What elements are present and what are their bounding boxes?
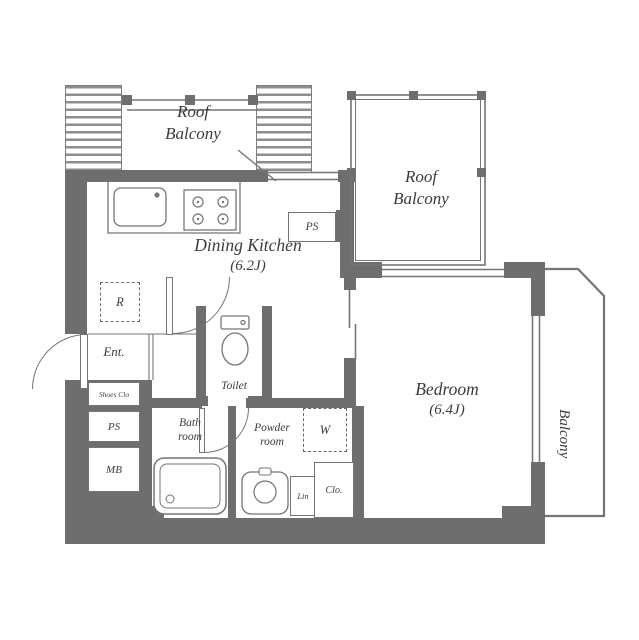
powder-room-door-leaf [199, 408, 205, 453]
wall [344, 358, 356, 408]
washer-box: W [303, 408, 347, 452]
toilet-label: Toilet [221, 380, 247, 392]
roof-balcony-right-label: Roof Balcony [393, 167, 449, 209]
parapet-hatch-left [65, 85, 122, 173]
entrance-door-arc [32, 334, 87, 389]
wall [65, 172, 87, 334]
dining-kitchen-label: Dining Kitchen (6.2J) [194, 235, 302, 274]
kitchen-counter [107, 182, 241, 234]
shoes-closet-box: Shoes Clo [88, 382, 140, 406]
pipe-space-top-box: PS [288, 212, 336, 242]
washbasin-icon [241, 467, 289, 515]
wall [531, 462, 545, 520]
railing-post [409, 91, 418, 100]
shoes-closet-label: Shoes Clo [98, 389, 130, 399]
meter-box-label: MB [106, 463, 122, 476]
wall [248, 396, 272, 406]
railing-post [347, 91, 356, 100]
wall [196, 306, 206, 406]
toilet-icon [220, 315, 250, 366]
wall [262, 306, 272, 406]
roof-balcony-left-label: Roof Balcony [165, 102, 221, 144]
stove-icon [183, 189, 237, 231]
balcony-label: Balcony [555, 409, 572, 459]
hall-door-arc [173, 277, 230, 334]
wall [246, 398, 356, 408]
wall [128, 506, 164, 518]
bathtub-icon [153, 457, 227, 515]
refrigerator-box: R [100, 282, 140, 322]
closet-label: Clo. [325, 484, 343, 496]
closet-box: Clo. [314, 462, 354, 518]
pipe-space-top-label: PS [305, 221, 319, 233]
wall [196, 396, 208, 406]
wall [140, 398, 202, 408]
kitchen-sink-icon [113, 187, 167, 227]
linen-box: Lin [290, 476, 316, 516]
entrance-label: Ent. [103, 344, 125, 359]
wall [344, 272, 356, 290]
pipe-space-left-label: PS [107, 420, 121, 433]
wall [65, 170, 268, 182]
washer-label: W [319, 422, 331, 437]
linen-label: Lin [297, 491, 309, 501]
wall [65, 518, 545, 544]
wall [531, 266, 545, 316]
bedroom-label: Bedroom (6.4J) [415, 379, 479, 418]
meter-box: MB [88, 447, 140, 492]
wall [228, 406, 236, 520]
railing-post [477, 91, 486, 100]
parapet-hatch-right [256, 85, 312, 173]
powder-room-label: Powder room [254, 422, 290, 449]
entrance-door-leaf [80, 334, 88, 389]
wall [336, 210, 354, 242]
hall-door-leaf [166, 277, 173, 335]
sliding-door [348, 290, 357, 360]
pipe-space-left-box: PS [88, 411, 140, 442]
refrigerator-label: R [116, 294, 124, 309]
bath-room-label: Bath room [178, 417, 202, 444]
